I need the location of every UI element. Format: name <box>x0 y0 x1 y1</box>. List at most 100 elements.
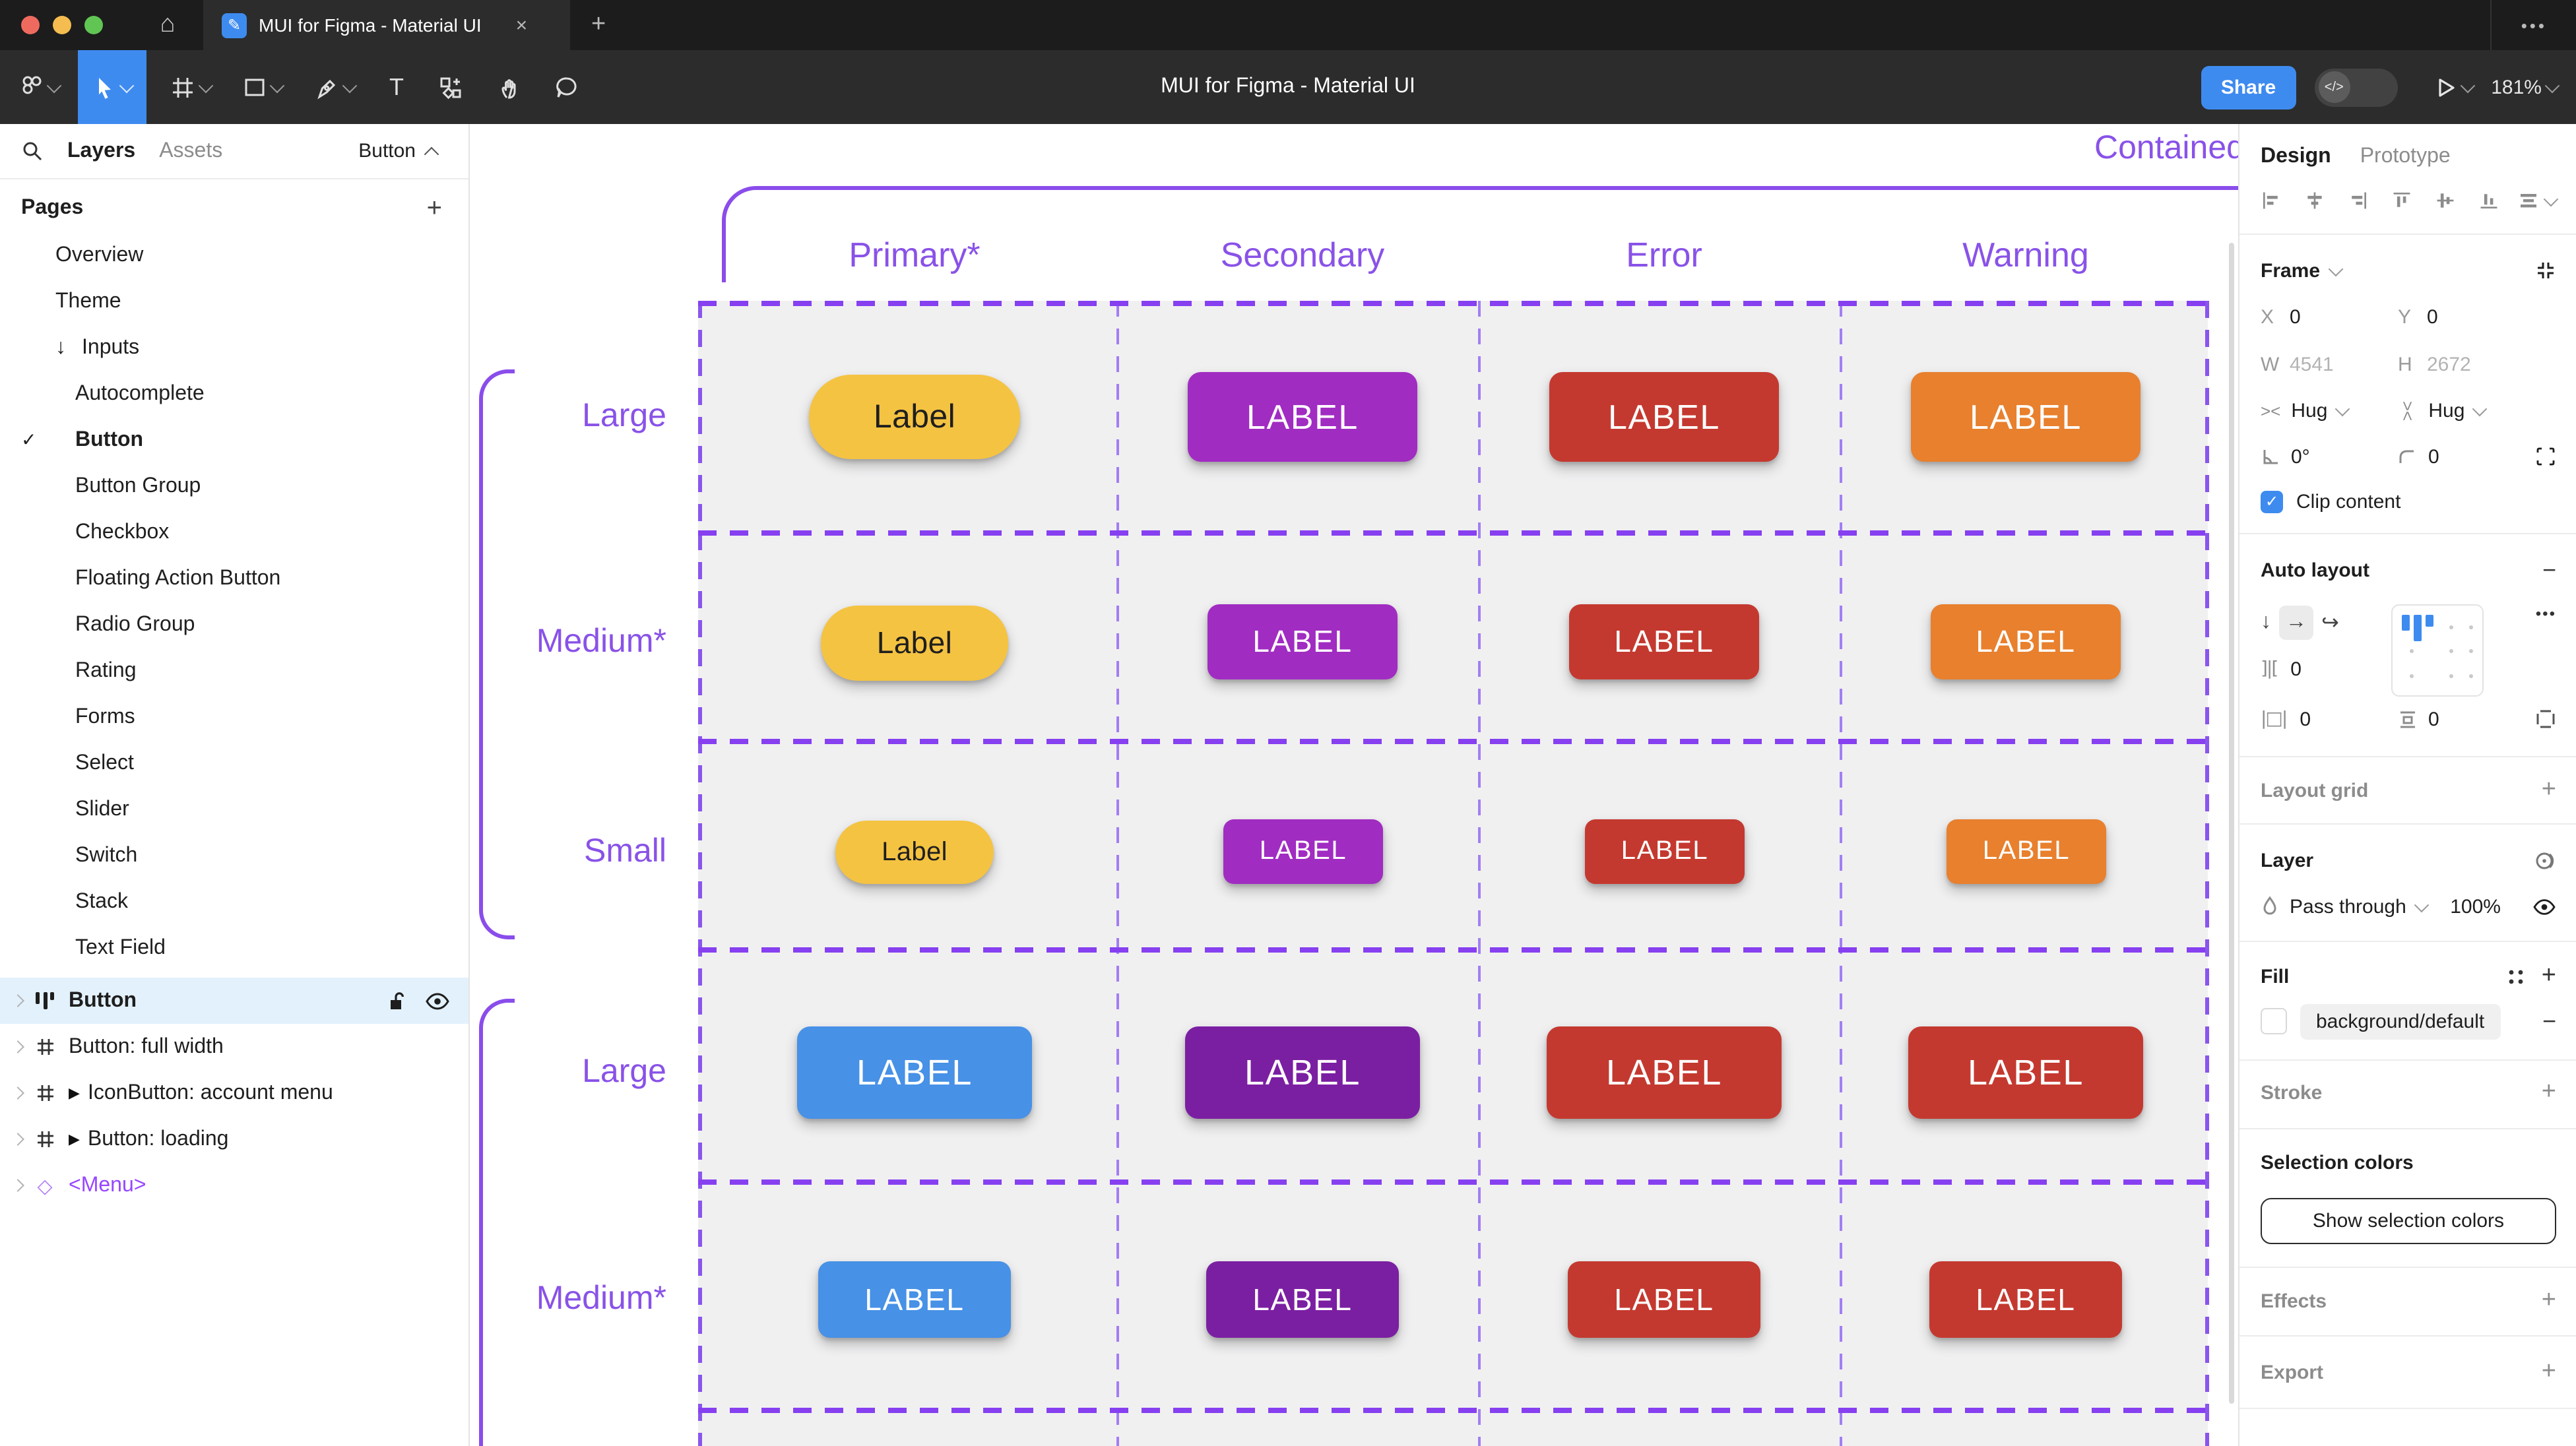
horizontal-padding-value[interactable]: 0 <box>2300 708 2311 730</box>
hug-vertical-value[interactable]: Hug <box>2428 399 2465 422</box>
opacity-value[interactable]: 100% <box>2450 895 2501 918</box>
frame-title[interactable]: Contained <box>2094 129 2238 166</box>
page-item-forms[interactable]: Forms <box>0 694 468 740</box>
canvas-button[interactable]: LABEL <box>1547 1026 1782 1119</box>
layer-row-button[interactable]: Button <box>0 978 468 1024</box>
add-layout-grid-button[interactable]: + <box>2541 776 2556 803</box>
column-header-primary[interactable]: Primary* <box>849 235 981 274</box>
present-button[interactable] <box>2434 76 2475 98</box>
vertical-padding-value[interactable]: 0 <box>2428 708 2439 730</box>
window-overflow-menu-icon[interactable]: ••• <box>2521 15 2547 35</box>
new-tab-button[interactable]: + <box>591 11 606 38</box>
row-label-medium-2[interactable]: Medium* <box>536 1280 666 1317</box>
clip-content-row[interactable]: ✓ Clip content <box>2261 483 2556 520</box>
canvas-button[interactable]: LABEL <box>1947 819 2106 884</box>
canvas-button[interactable]: LABEL <box>1585 819 1745 884</box>
comment-tool-button[interactable] <box>544 50 590 124</box>
tab-assets[interactable]: Assets <box>159 139 223 162</box>
rotation-value[interactable]: 0° <box>2291 445 2310 468</box>
align-bottom-icon[interactable] <box>2478 189 2499 212</box>
canvas-button[interactable]: LABEL <box>797 1026 1032 1119</box>
canvas-button[interactable]: LABEL <box>1208 604 1398 679</box>
column-header-warning[interactable]: Warning <box>1962 235 2089 274</box>
chevron-right-icon[interactable] <box>11 1133 24 1146</box>
canvas-button[interactable]: LABEL <box>818 1261 1011 1338</box>
canvas-button[interactable]: LABEL <box>1549 372 1779 462</box>
clip-content-checkbox[interactable]: ✓ <box>2261 490 2283 513</box>
share-button[interactable]: Share <box>2201 65 2296 109</box>
canvas-button[interactable]: LABEL <box>1223 819 1383 884</box>
y-value[interactable]: 0 <box>2427 305 2438 328</box>
direction-horizontal-selected[interactable]: → <box>2279 606 2313 640</box>
collapse-panel-icon[interactable] <box>2535 260 2556 281</box>
tab-layers[interactable]: Layers <box>67 139 136 162</box>
auto-layout-alignment-widget[interactable] <box>2391 604 2484 697</box>
remove-auto-layout-button[interactable]: − <box>2542 556 2556 582</box>
row-label-large-2[interactable]: Large <box>582 1053 666 1090</box>
direction-vertical-icon[interactable]: ↓ <box>2261 611 2271 633</box>
add-effect-button[interactable]: + <box>2541 1286 2556 1314</box>
align-right-icon[interactable] <box>2348 189 2369 212</box>
hug-horizontal-value[interactable]: Hug <box>2291 399 2328 422</box>
page-item-select[interactable]: Select <box>0 740 468 786</box>
chevron-down-icon[interactable] <box>2328 261 2344 276</box>
add-page-button[interactable]: + <box>426 193 442 222</box>
styles-icon[interactable] <box>2506 966 2526 986</box>
zoom-menu[interactable]: 181% <box>2491 76 2560 98</box>
eye-icon[interactable] <box>425 991 450 1010</box>
frame-section-title[interactable]: Frame <box>2261 259 2321 282</box>
page-item-autocomplete[interactable]: Autocomplete <box>0 371 468 417</box>
remove-fill-button[interactable]: − <box>2542 1007 2556 1034</box>
wrap-icon[interactable]: ↩ <box>2321 612 2339 635</box>
page-item-slider[interactable]: Slider <box>0 786 468 833</box>
canvas-button[interactable]: LABEL <box>1206 1261 1399 1338</box>
chevron-right-icon[interactable] <box>11 1179 24 1192</box>
text-tool-button[interactable]: T <box>379 50 414 124</box>
page-item-checkbox[interactable]: Checkbox <box>0 509 468 555</box>
height-value[interactable]: 2672 <box>2427 353 2471 375</box>
move-tool-button[interactable] <box>78 50 146 124</box>
layer-row-button-full-width[interactable]: Button: full width <box>0 1024 468 1070</box>
page-item-button[interactable]: ✓Button <box>0 417 468 463</box>
independent-corners-icon[interactable] <box>2535 446 2556 467</box>
column-header-error[interactable]: Error <box>1626 235 1702 274</box>
page-item-fab[interactable]: Floating Action Button <box>0 555 468 602</box>
row-label-medium[interactable]: Medium* <box>536 623 666 660</box>
add-fill-button[interactable]: + <box>2541 962 2556 990</box>
auto-layout-more-icon[interactable]: ••• <box>2535 604 2556 623</box>
blend-mode-value[interactable]: Pass through <box>2290 895 2406 918</box>
align-vertical-center-icon[interactable] <box>2435 189 2456 212</box>
chevron-right-icon[interactable] <box>11 994 24 1007</box>
gap-value[interactable]: 0 <box>2290 658 2302 680</box>
page-item-text-field[interactable]: Text Field <box>0 925 468 971</box>
show-selection-colors-button[interactable]: Show selection colors <box>2261 1198 2556 1244</box>
page-item-stack[interactable]: Stack <box>0 879 468 925</box>
shape-tool-button[interactable] <box>232 50 293 124</box>
align-top-icon[interactable] <box>2391 189 2412 212</box>
canvas-button[interactable]: Label <box>809 375 1020 459</box>
canvas-button[interactable]: LABEL <box>1568 1261 1760 1338</box>
row-label-large[interactable]: Large <box>582 397 666 434</box>
canvas-button[interactable]: LABEL <box>1188 372 1417 462</box>
zoom-window-button[interactable] <box>84 16 103 34</box>
frame-tool-button[interactable] <box>160 50 222 124</box>
layer-row-menu-component[interactable]: ◇ <Menu> <box>0 1162 468 1209</box>
canvas-button[interactable]: LABEL <box>1569 604 1759 679</box>
x-value[interactable]: 0 <box>2290 305 2301 328</box>
page-item-rating[interactable]: Rating <box>0 648 468 694</box>
canvas-button[interactable]: LABEL <box>1908 1026 2143 1119</box>
page-item-button-group[interactable]: Button Group <box>0 463 468 509</box>
hand-tool-button[interactable] <box>487 50 533 124</box>
page-item-overview[interactable]: Overview <box>0 232 468 278</box>
main-menu-button[interactable] <box>11 50 70 124</box>
page-item-inputs[interactable]: ↓Inputs <box>0 325 468 371</box>
minimize-window-button[interactable] <box>53 16 71 34</box>
row-label-small[interactable]: Small <box>583 833 666 869</box>
chevron-right-icon[interactable] <box>11 1040 24 1053</box>
page-item-radio-group[interactable]: Radio Group <box>0 602 468 648</box>
individual-padding-icon[interactable] <box>2535 708 2556 730</box>
close-window-button[interactable] <box>21 16 40 34</box>
pen-tool-button[interactable] <box>304 50 366 124</box>
canvas-button[interactable]: LABEL <box>1911 372 2141 462</box>
canvas-button[interactable]: Label <box>821 606 1008 681</box>
